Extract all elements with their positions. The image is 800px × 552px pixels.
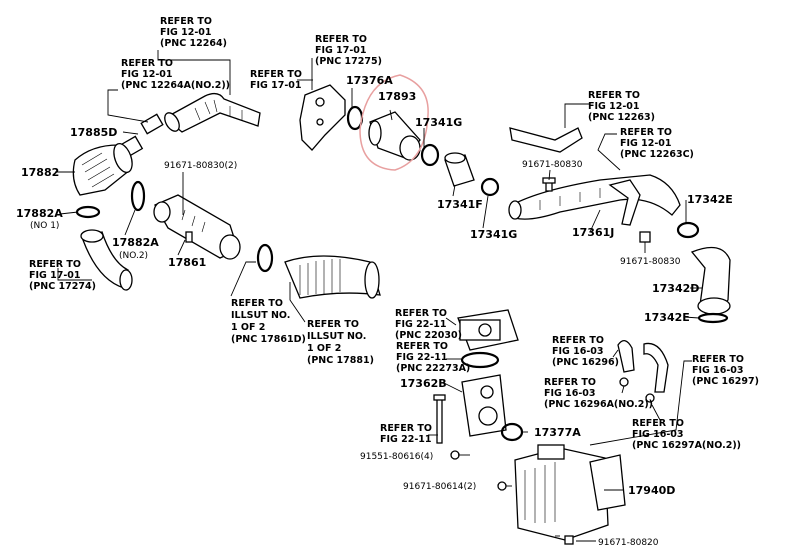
part-17342E-top: 17342E — [687, 193, 733, 206]
part-91671-80830-2: 91671-80830(2) — [164, 161, 237, 171]
air-hose-17882 — [72, 142, 133, 196]
part-91671-80614: 91671-80614(2) — [403, 482, 476, 492]
corrugated-hose-17881 — [284, 255, 381, 299]
part-17341G-lower: 17341G — [470, 228, 517, 241]
callout-r16: REFER TO FIG 16-03 (PNC 16297A(NO.2)) — [632, 418, 741, 451]
intake-pipe-17861 — [153, 194, 241, 260]
callout-r9: REFER TO ILLSUT NO. 1 OF 2 (PNC 17881) — [307, 319, 374, 366]
part-17882A-no1-note: (NO 1) — [30, 221, 59, 231]
part-17882A-no1: 17882A — [16, 207, 63, 220]
adapter-17893 — [359, 74, 429, 171]
part-17341G-top: 17341G — [415, 116, 462, 129]
clamp-17341G-top — [420, 143, 440, 167]
part-17861: 17861 — [168, 256, 206, 269]
callout-r13: REFER TO FIG 16-03 (PNC 16297) — [692, 354, 759, 387]
callout-r14: REFER TO FIG 16-03 (PNC 16296A(NO.2)) — [544, 377, 653, 410]
part-17342E-lower: 17342E — [644, 311, 690, 324]
callout-r11: REFER TO FIG 22-11 (PNC 22273A) — [396, 341, 470, 374]
callout-r8: REFER TO ILLSUT NO. 1 OF 2 (PNC 17861D) — [231, 298, 306, 345]
bracket-17275 — [299, 84, 346, 151]
clamp-17341G-lower — [480, 177, 500, 197]
callout-r10: REFER TO FIG 22-11 (PNC 22030) — [395, 308, 462, 341]
elbow-hose-lower-left — [80, 229, 133, 291]
hose-16297 — [643, 342, 669, 403]
part-17342D: 17342D — [652, 282, 699, 295]
leader-lines — [55, 50, 702, 542]
part-17362B: 17362B — [400, 377, 447, 390]
callout-r12: REFER TO FIG 16-03 (PNC 16296) — [552, 335, 619, 368]
part-17882A-no2: 17882A — [112, 236, 159, 249]
callout-r7: REFER TO FIG 17-01 (PNC 17274) — [29, 259, 96, 292]
callout-r1: REFER TO FIG 12-01 (PNC 12264) — [160, 16, 227, 49]
intercooler-17940D — [514, 444, 626, 545]
part-17882: 17882 — [21, 166, 59, 179]
bolt-91671-80830-2 — [185, 231, 193, 243]
hose-17342D — [690, 246, 731, 315]
part-17940D: 17940D — [628, 484, 675, 497]
callout-r6: REFER TO FIG 12-01 (PNC 12263C) — [620, 127, 694, 160]
pipe-17361J — [508, 174, 681, 226]
gasket-22273A — [460, 351, 500, 369]
part-17377A: 17377A — [534, 426, 581, 439]
part-17361J: 17361J — [572, 226, 614, 239]
callout-r15: REFER TO FIG 22-11 — [380, 423, 435, 445]
bolt-91671-80830-b — [639, 231, 651, 243]
flange-17362B — [461, 374, 507, 437]
sleeve-17341F — [444, 152, 475, 187]
part-17376A: 17376A — [346, 74, 393, 87]
bolt-91671-80614 — [497, 481, 507, 491]
hose-12263 — [509, 127, 583, 153]
part-91671-80830-b: 91671-80830 — [620, 257, 681, 267]
part-17893: 17893 — [378, 90, 416, 103]
clamp-ring-middle — [256, 243, 274, 273]
part-17882A-no2-note: (NO.2) — [119, 251, 148, 261]
part-91671-80830-a: 91671-80830 — [522, 160, 583, 170]
bolt-91551-80616 — [433, 394, 460, 460]
part-17341F: 17341F — [437, 198, 483, 211]
callout-r2: REFER TO FIG 12-01 (PNC 12264A(NO.2)) — [121, 58, 230, 91]
callout-r5: REFER TO FIG 12-01 (PNC 12263) — [588, 90, 655, 123]
part-91671-80820: 91671-80820 — [598, 538, 659, 548]
part-17885D: 17885D — [70, 126, 117, 139]
clamp-ring-17882A-no2 — [130, 180, 146, 212]
part-91551-80616: 91551-80616(4) — [360, 452, 433, 462]
callout-r4: REFER TO FIG 17-01 (PNC 17275) — [315, 34, 382, 67]
throttle-body-22030 — [457, 309, 519, 351]
clamp-17342E-top — [676, 221, 700, 239]
callout-r3: REFER TO FIG 17-01 — [250, 69, 305, 91]
upper-left-hose — [163, 92, 261, 133]
